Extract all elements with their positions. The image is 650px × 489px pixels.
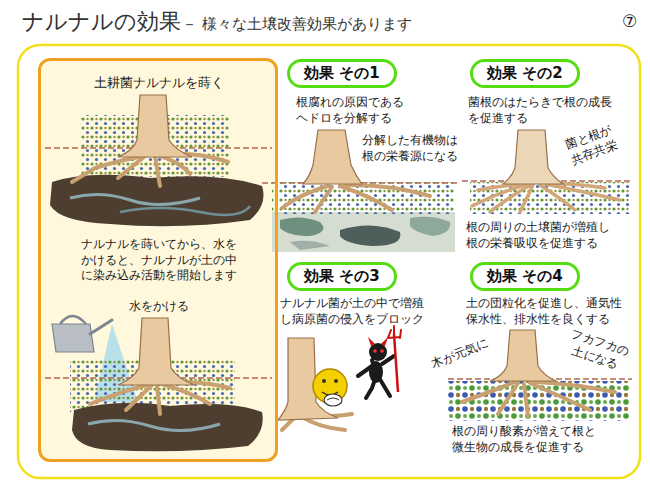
note-text: － 様々な土壌改善効果があります	[182, 15, 412, 35]
effect-pill: 効果 その3	[287, 262, 397, 291]
effect1-illustration	[262, 130, 458, 252]
note-text: 根腐れの原因である ヘドロを分解する	[296, 95, 407, 126]
pill-text: 効果 その2	[487, 64, 563, 83]
tree-sludge-top	[45, 95, 272, 226]
note-text: 分解した有機物は 根の栄養源になる	[362, 133, 461, 164]
panel-text: ナルナルを蒔いてから、水を かけると、ナルナルが土の中 に染み込み活動を開始しま…	[79, 237, 238, 284]
tree-sludge-bottom	[45, 318, 272, 451]
note-text: 菌根のはたらきで根の成長 を促進する	[468, 95, 615, 126]
page-number: ⑦	[622, 10, 637, 32]
note-text: 根の周り酸素が増えて根と 微生物の成長を促進する	[452, 424, 599, 455]
effect-pill: 効果 その1	[287, 59, 397, 88]
title-text: ナルナルの効果	[22, 8, 181, 37]
pill-text: 効果 その4	[487, 267, 563, 286]
note-text: 土の団粒化を促進し、通気性 保水性、排水性を良くする	[466, 296, 625, 327]
pill-text: 効果 その3	[304, 267, 380, 286]
effect3-illustration	[278, 326, 401, 430]
note-text: 根の周りの土壌菌が増殖し 根の栄養吸収を促進する	[466, 220, 613, 251]
note-text: ナルナル菌が土の中で増殖 し病原菌の侵入をブロック	[280, 296, 427, 327]
pill-text: 効果 その1	[304, 64, 380, 83]
panel-text: 土耕菌ナルナルを蒔く	[92, 75, 225, 91]
step-panel: 土耕菌ナルナルを蒔くナルナルを蒔いてから、水を かけると、ナルナルが土の中 に染…	[38, 58, 278, 462]
panel-text: 水をかける	[127, 299, 190, 315]
frame	[18, 45, 640, 478]
effect-pill: 効果 その4	[470, 262, 580, 291]
effect-pill: 効果 その2	[470, 59, 580, 88]
